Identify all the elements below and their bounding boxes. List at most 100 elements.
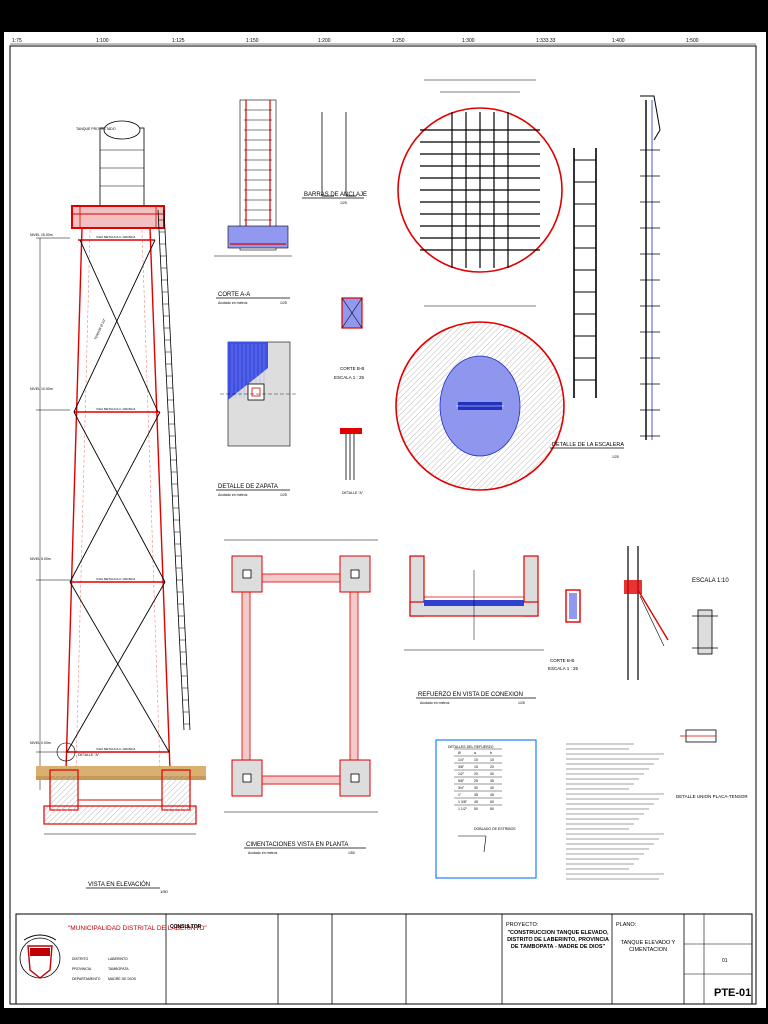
section-title: CORTE A-A: [218, 292, 250, 298]
zapata-scale: 1/25: [280, 493, 287, 497]
sheet-number: 01: [722, 958, 728, 964]
level-label: NIVEL 5.00m: [30, 557, 51, 561]
union-scale: ESCALA 1:10: [692, 578, 729, 584]
scale-label: 1:400: [612, 38, 625, 44]
scale-label: 1:250: [392, 38, 405, 44]
rebar-cell: 10: [474, 758, 478, 762]
rebar-cell: 1 3/8": [458, 800, 468, 804]
project-name: "CONSTRUCCION TANQUE ELEVADO, DISTRITO D…: [507, 930, 609, 951]
beam-label: VIGA METALICA C 100x50x4: [96, 747, 136, 751]
zapata-detail: DETALLE DE ZAPATA Acotado en metros 1/25: [216, 341, 296, 497]
rebar-header-cell: b: [490, 751, 492, 755]
tank-label: TANQUE PROYECTADO: [76, 127, 116, 131]
rebar-cell: 3/8": [458, 765, 465, 769]
stair-scale: 1/25: [612, 455, 619, 459]
section-sublabel: Acotado en metros: [218, 301, 248, 305]
scale-label: 1:500: [686, 38, 699, 44]
stair-title: DETALLE DE LA ESCALERA: [552, 442, 624, 448]
level-label: NIVEL 0.00m: [30, 741, 51, 745]
connection-sublabel: Acotado en metros: [420, 701, 450, 705]
bars-title: BARRAS DE ANCLAJE: [304, 192, 367, 198]
rebar-cell: 20: [490, 765, 494, 769]
beam-label: VIGA METALICA C 100x50x4: [96, 577, 136, 581]
tank-base-plan: [397, 79, 563, 273]
corte-bb: CORTE B-B ESCALA 1 : 25: [334, 297, 365, 380]
scale-label: 1:200: [318, 38, 331, 44]
level-label: NIVEL 10.00m: [30, 387, 53, 391]
union-detail: ESCALA 1:10 DETALLE UNION PLACA-TENSOR: [624, 546, 748, 799]
rebar-cell: 35: [490, 779, 494, 783]
view-title: VISTA EN ELEVACIÓN: [88, 881, 150, 888]
foundation-scale: 1/50: [348, 851, 355, 855]
detalle-a: DETALLE "A": [340, 428, 364, 495]
corte-aa: CORTE A-A Acotado en metros 1/25 BARRAS …: [214, 99, 367, 305]
rebar-cell: 1 1/2": [458, 807, 468, 811]
rebar-header-cell: a: [474, 751, 476, 755]
rebar-cell: 1/2": [458, 772, 465, 776]
rebar-sub-title: DOBLADO DE ESTRIBOS: [474, 827, 516, 831]
connection-scale: 1/25: [518, 701, 525, 705]
beam-label: VIGA METALICA C 100x50x4: [96, 235, 136, 239]
bars-scale: 1/25: [340, 201, 347, 205]
rebar-cell: 10: [490, 758, 494, 762]
foundation-title: CIMENTACIONES VISTA EN PLANTA: [246, 842, 348, 848]
foundation-sublabel: Acotado en metros: [248, 851, 278, 855]
level-label: NIVEL 15.00m: [30, 233, 53, 237]
rebar-cell: 15: [474, 765, 478, 769]
scale-label: 1:333.33: [536, 38, 556, 44]
union-title: DETALLE UNION PLACA-TENSOR: [676, 794, 748, 799]
rebar-cell: 80: [490, 807, 494, 811]
section-scale: 1/25: [280, 301, 287, 305]
dept-value: MADRE DE DIOS: [108, 977, 137, 981]
province-label: PROVINCIA: [72, 967, 92, 971]
rebar-cell: 1/4": [458, 758, 465, 762]
corte-bb-right: CORTE B-B ESCALA 1 : 25: [548, 589, 581, 671]
beam-label: VIGA METALICA C 100x50x4: [96, 407, 136, 411]
detalle-a-title: DETALLE "A": [342, 491, 364, 495]
rebar-cell: 40: [490, 786, 494, 790]
plan-label: PLANO:: [616, 922, 637, 928]
rebar-cell: 35: [474, 793, 478, 797]
rebar-header-cell: Ø: [458, 751, 461, 755]
zapata-sublabel: Acotado en metros: [218, 493, 248, 497]
client-name: "MUNICIPALIDAD DISTRITAL DE LABERINTO": [68, 925, 207, 932]
view-scale: 1/50: [160, 889, 169, 894]
connection-reinforcement: REFUERZO EN VISTA DE CONEXION Acotado en…: [404, 555, 544, 705]
project-label: PROYECTO:: [506, 922, 539, 928]
section-title: CORTE B-B: [340, 366, 364, 371]
scale-label: 1:100: [96, 38, 109, 44]
section-scale: ESCALA 1 : 25: [334, 375, 365, 380]
rebar-cell: 60: [490, 800, 494, 804]
rebar-cell: 30: [474, 786, 478, 790]
title-block: "MUNICIPALIDAD DISTRITAL DE LABERINTO" D…: [15, 913, 753, 1005]
detail-ref: DETALLE "A": [78, 753, 100, 757]
rebar-cell: 1": [458, 793, 462, 797]
plan-code: PTE-01: [714, 987, 751, 999]
scale-label: 1:150: [246, 38, 259, 44]
district-value: LABERINTO: [108, 957, 128, 961]
scale-bar: 1:75 1:100 1:125 1:150 1:200 1:250 1:300…: [10, 38, 756, 45]
rebar-cell: 50: [474, 807, 478, 811]
rebar-cell: 30: [490, 772, 494, 776]
elevation-view: TANQUE PROYECTADO VIGA METALICA C 100x50…: [30, 120, 206, 894]
plan-name: TANQUE ELEVADO Y CIMENTACION: [620, 940, 676, 954]
scale-label: 1:75: [12, 38, 22, 44]
district-label: DISTRITO: [72, 957, 89, 961]
section-scale: ESCALA 1 : 25: [548, 666, 579, 671]
rebar-cell: 3/4": [458, 786, 465, 790]
consultant-label: CONSULTOR: [170, 924, 202, 930]
scale-label: 1:125: [172, 38, 185, 44]
rebar-cell: 25: [474, 779, 478, 783]
zapata-title: DETALLE DE ZAPATA: [218, 484, 278, 490]
rebar-table-title: DETALLES DEL REFUERZO: [448, 745, 494, 749]
connection-title: REFUERZO EN VISTA DE CONEXION: [418, 692, 523, 698]
stair-detail: DETALLE DE LA ESCALERA 1/25: [550, 95, 661, 459]
dept-label: DEPARTAMENTO: [72, 977, 101, 981]
rebar-cell: 45: [490, 793, 494, 797]
rebar-cell: 20: [474, 772, 478, 776]
foundation-plan: CIMENTACIONES VISTA EN PLANTA Acotado en…: [224, 539, 378, 855]
rebar-cell: 5/8": [458, 779, 465, 783]
rebar-cell: 45: [474, 800, 478, 804]
